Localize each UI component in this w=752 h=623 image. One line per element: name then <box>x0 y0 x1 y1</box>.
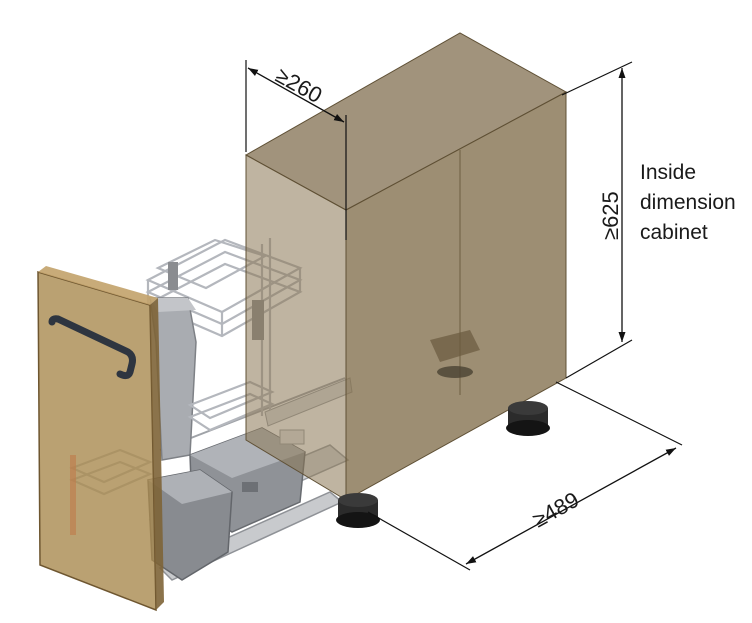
foot-back <box>437 366 473 378</box>
width-dimension-label: ≥489 <box>528 487 583 533</box>
cabinet-carcass <box>244 32 568 501</box>
depth-dimension-label: ≥260 <box>272 63 327 109</box>
foot-front-left <box>336 493 380 528</box>
height-dimension: ≥625 <box>561 61 633 379</box>
caption-line-2: dimension <box>640 191 736 214</box>
caption-line-1: Inside <box>640 161 697 184</box>
basket-bracket <box>168 262 178 290</box>
caption-line-3: cabinet <box>640 221 708 244</box>
lower-bin-left <box>147 469 233 581</box>
foot-front-right <box>506 401 550 436</box>
inside-dimension-caption: Inside dimension cabinet <box>640 158 736 248</box>
cabinet-feet <box>336 366 550 528</box>
front-door-panel <box>37 266 164 612</box>
height-dimension-label: ≥625 <box>598 191 623 240</box>
door-handle <box>48 315 136 380</box>
